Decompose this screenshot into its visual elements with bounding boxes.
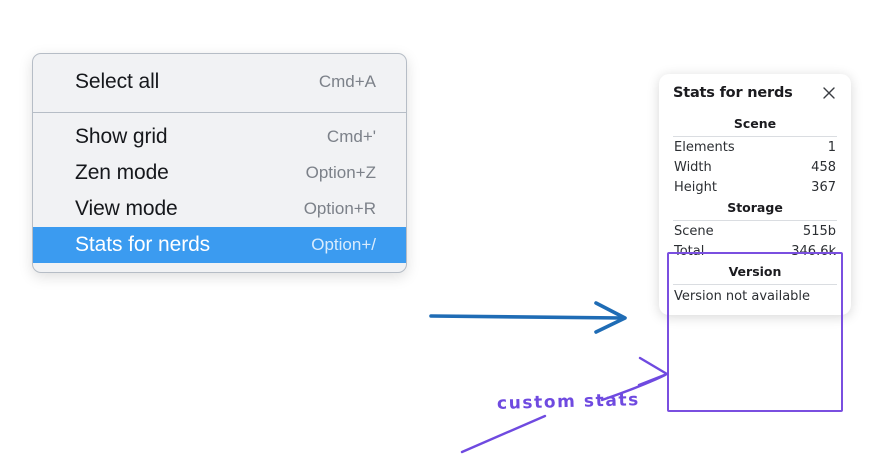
context-menu-section-2: Show grid Cmd+' Zen mode Option+Z View m… — [33, 113, 406, 272]
menu-item-label: Stats for nerds — [75, 233, 211, 256]
menu-item-view-mode[interactable]: View mode Option+R — [33, 191, 406, 227]
menu-item-shortcut: Cmd+' — [326, 127, 376, 146]
stat-label: Scene — [674, 224, 714, 239]
stat-label: Width — [674, 160, 712, 175]
menu-item-stats-for-nerds[interactable]: Stats for nerds Option+/ — [33, 227, 406, 263]
stat-value: 346.6k — [791, 244, 836, 259]
stats-section-scene: Scene Elements 1 Width 458 Height 367 — [671, 113, 839, 197]
stat-row-storage-total: Total 346.6k — [671, 241, 839, 261]
blue-arrow — [429, 301, 627, 334]
stat-row-width: Width 458 — [671, 157, 839, 177]
stat-value: 1 — [827, 140, 836, 155]
context-menu-section-1: Select all Cmd+A — [33, 54, 406, 112]
stat-label: Total — [674, 244, 705, 259]
menu-item-label: Zen mode — [75, 161, 169, 184]
custom-stats-callout-label: custom stats — [496, 390, 641, 414]
stat-value: 367 — [811, 180, 836, 195]
stat-value: 515b — [802, 224, 836, 239]
stats-panel-title: Stats for nerds — [673, 85, 793, 101]
stat-label: Height — [674, 180, 717, 195]
close-icon[interactable] — [821, 85, 837, 101]
menu-item-shortcut: Option+R — [303, 199, 376, 218]
menu-item-label: Select all — [75, 70, 160, 93]
purple-underline-stroke — [460, 414, 547, 454]
menu-item-select-all[interactable]: Select all Cmd+A — [33, 64, 406, 100]
context-menu[interactable]: Select all Cmd+A Show grid Cmd+' Zen mod… — [32, 53, 407, 273]
menu-item-shortcut: Option+Z — [305, 163, 376, 182]
menu-item-label: View mode — [75, 197, 178, 220]
stat-row-height: Height 367 — [671, 177, 839, 197]
version-value: Version not available — [674, 289, 811, 304]
menu-item-shortcut: Option+/ — [311, 235, 376, 254]
section-heading-scene: Scene — [733, 116, 777, 131]
section-divider — [673, 136, 837, 137]
stats-section-version: Version Version not available — [671, 261, 839, 306]
section-divider — [673, 220, 837, 221]
menu-item-show-grid[interactable]: Show grid Cmd+' — [33, 119, 406, 155]
stat-row-elements: Elements 1 — [671, 137, 839, 157]
stats-section-storage: Storage Scene 515b Total 346.6k — [671, 197, 839, 261]
stats-panel-header: Stats for nerds — [671, 84, 839, 101]
stat-label: Elements — [674, 140, 735, 155]
section-heading-storage: Storage — [727, 200, 783, 215]
section-divider — [673, 284, 837, 285]
menu-item-zen-mode[interactable]: Zen mode Option+Z — [33, 155, 406, 191]
menu-item-shortcut: Cmd+A — [318, 72, 376, 91]
menu-item-label: Show grid — [75, 125, 168, 148]
stat-value: 458 — [811, 160, 836, 175]
stat-row-storage-scene: Scene 515b — [671, 221, 839, 241]
menu-separator — [33, 112, 406, 113]
section-heading-version: Version — [728, 264, 782, 279]
stats-for-nerds-panel: Stats for nerds Scene Elements 1 Width 4… — [659, 74, 851, 315]
